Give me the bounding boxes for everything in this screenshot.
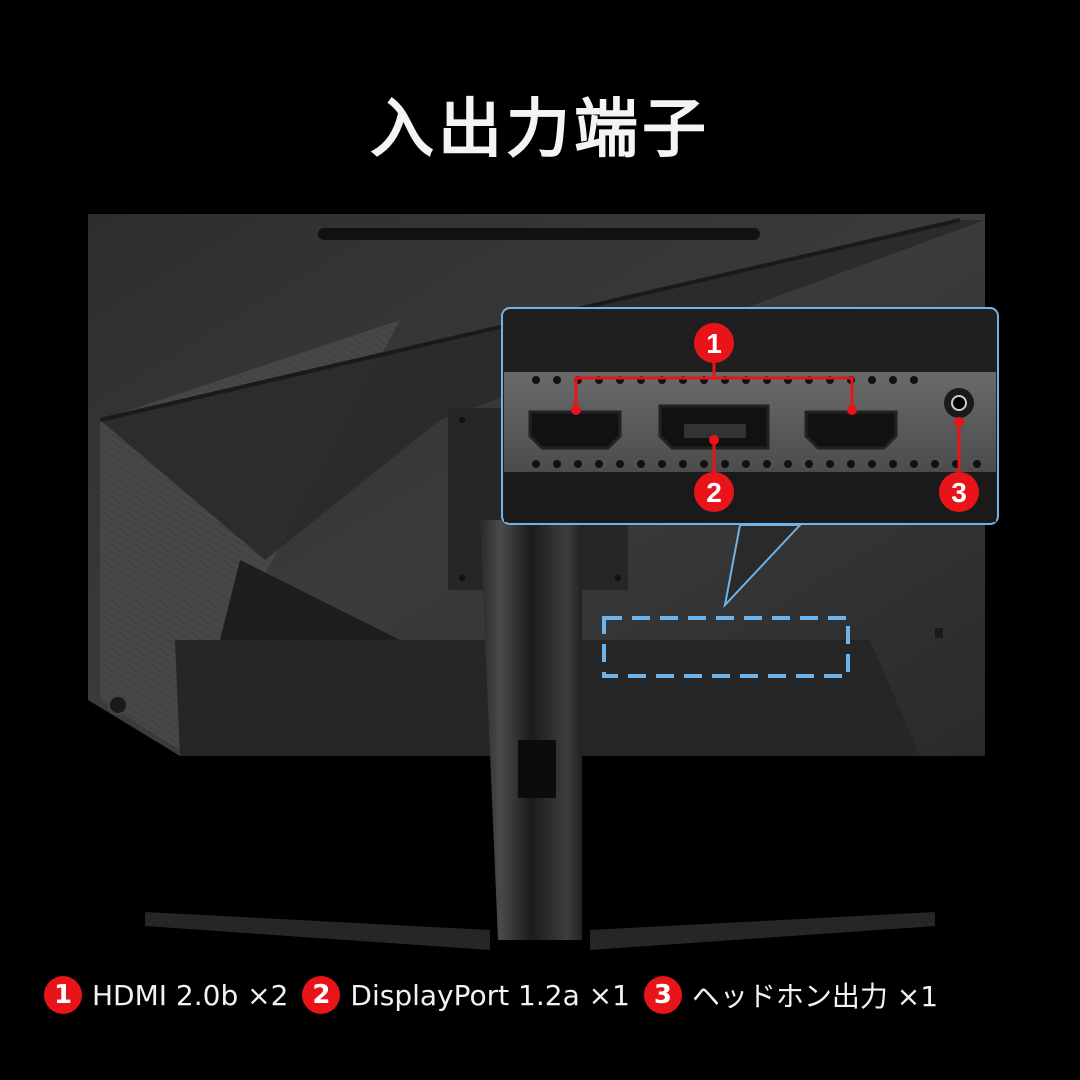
number-badge: 3 — [643, 976, 682, 1014]
port-area-highlight — [602, 616, 850, 678]
hdmi-port-icon — [804, 410, 898, 450]
legend-label: DisplayPort 1.2a ×1 — [350, 978, 630, 1012]
svg-text:3: 3 — [951, 477, 967, 508]
legend-label: HDMI 2.0b ×2 — [92, 978, 289, 1012]
number-badge: 2 — [302, 976, 341, 1014]
marker-2: 2 — [694, 472, 734, 512]
legend-item-headphone: 3 ヘッドホン出力 ×1 — [643, 975, 939, 1015]
legend-item-displayport: 2 DisplayPort 1.2a ×1 — [302, 976, 630, 1014]
marker-1: 1 — [694, 323, 734, 363]
port-legend: 1 HDMI 2.0b ×2 2 DisplayPort 1.2a ×1 3 ヘ… — [44, 975, 952, 1015]
port-callout: 1 2 3 — [501, 307, 999, 609]
legend-item-hdmi: 1 HDMI 2.0b ×2 — [44, 976, 288, 1014]
monitor-stand — [145, 520, 935, 950]
legend-label: ヘッドホン出力 ×1 — [691, 980, 939, 1013]
svg-text:2: 2 — [706, 477, 722, 508]
page-title: 入出力端子 — [370, 93, 710, 167]
number-badge: 1 — [44, 976, 82, 1014]
hdmi-port-icon — [528, 410, 622, 450]
svg-text:1: 1 — [706, 328, 722, 359]
marker-3: 3 — [939, 472, 979, 512]
